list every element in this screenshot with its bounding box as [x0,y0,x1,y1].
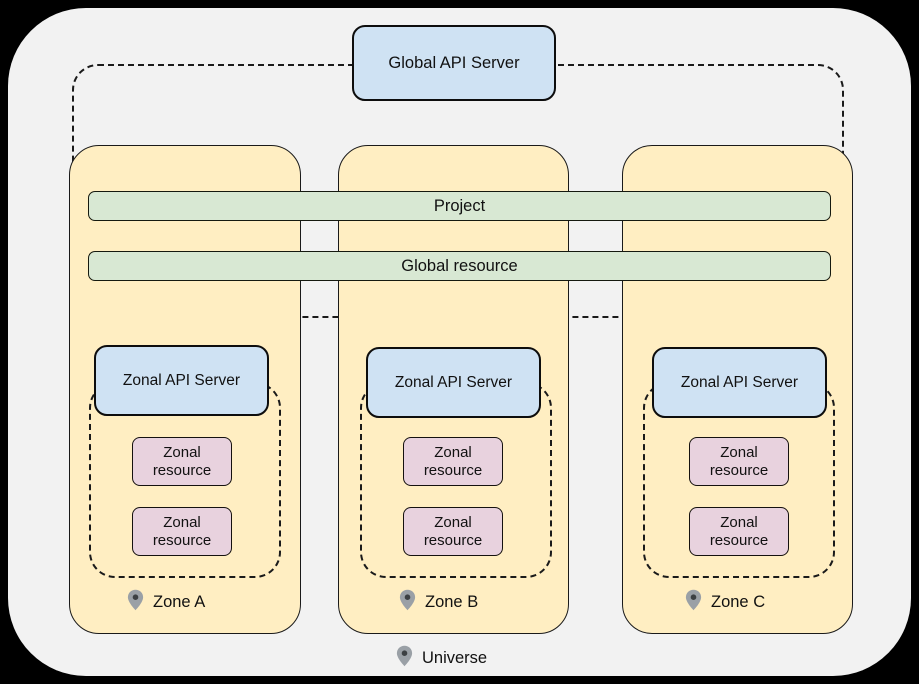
zone-b-resource-2-line1: Zonal [434,513,472,531]
zone-a-resource-1[interactable]: Zonal resource [132,437,232,486]
zone-b-resource-1[interactable]: Zonal resource [403,437,503,486]
zone-c-api-server-label: Zonal API Server [680,373,799,391]
zone-a-resource-2-line2: resource [152,531,212,549]
location-pin-icon [399,589,416,616]
zone-a-caption-label: Zone A [153,593,206,611]
zone-b-resource-2[interactable]: Zonal resource [403,507,503,556]
universe-caption: Universe [396,645,487,672]
zone-b-resource-1-line2: resource [423,461,483,479]
global-resource-bar-label: Global resource [401,256,518,275]
zone-b-resource-2-line2: resource [423,531,483,549]
zone-a-api-server-node[interactable]: Zonal API Server [94,345,269,416]
global-resource-bar[interactable]: Global resource [88,251,831,281]
zone-b-resource-1-line1: Zonal [434,443,472,461]
zone-a-resource-1-line1: Zonal [163,443,201,461]
zone-a-resource-2-line1: Zonal [163,513,201,531]
zone-c-api-server-node[interactable]: Zonal API Server [652,347,827,418]
project-bar-label: Project [433,196,486,215]
zone-a-resource-2[interactable]: Zonal resource [132,507,232,556]
zone-c-resource-1-line2: resource [709,461,769,479]
zone-c-resource-1[interactable]: Zonal resource [689,437,789,486]
zone-c-caption: Zone C [685,589,765,616]
universe-caption-label: Universe [422,649,488,667]
zone-c-resource-2-line1: Zonal [720,513,758,531]
location-pin-icon [127,589,144,616]
global-api-server-label: Global API Server [388,53,520,72]
zone-c-resource-2-line2: resource [709,531,769,549]
zone-b-caption-label: Zone B [425,593,479,611]
zone-b-api-server-label: Zonal API Server [394,373,513,391]
global-api-server-node[interactable]: Global API Server [352,25,556,101]
project-bar[interactable]: Project [88,191,831,221]
zone-b-caption: Zone B [399,589,478,616]
zone-c-resource-2[interactable]: Zonal resource [689,507,789,556]
zone-a-resource-1-line2: resource [152,461,212,479]
zone-a-caption: Zone A [127,589,205,616]
zone-b-api-server-node[interactable]: Zonal API Server [366,347,541,418]
zone-a-api-server-label: Zonal API Server [122,371,241,389]
zone-c-caption-label: Zone C [711,593,766,611]
zone-c-resource-1-line1: Zonal [720,443,758,461]
location-pin-icon [685,589,702,616]
location-pin-icon [396,645,413,672]
